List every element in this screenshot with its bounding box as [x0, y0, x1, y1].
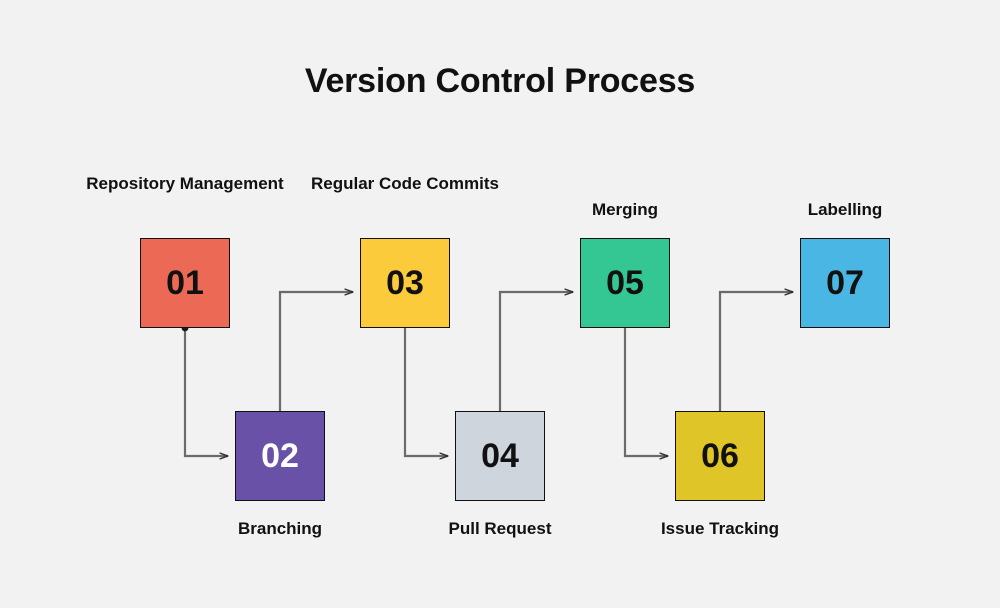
connector-01-to-02 — [183, 328, 228, 456]
step-caption-04: Pull Request — [448, 519, 552, 538]
step-caption-02: Branching — [237, 519, 323, 538]
step-caption-07: Labelling — [807, 200, 883, 219]
step-number-02: 02 — [261, 437, 299, 475]
step-number-03: 03 — [386, 264, 424, 302]
step-number-05: 05 — [606, 264, 644, 302]
connector-02-to-03 — [278, 292, 353, 411]
connector-03-to-04 — [403, 328, 448, 456]
step-number-01: 01 — [166, 264, 204, 302]
step-number-06: 06 — [701, 437, 739, 475]
connector-04-to-05 — [498, 292, 573, 411]
step-caption-01: Repository Management — [86, 174, 284, 193]
step-box-02[interactable]: 02 — [235, 411, 325, 501]
step-caption-06: Issue Tracking — [660, 519, 780, 538]
step-number-07: 07 — [826, 264, 864, 302]
step-caption-03: Regular Code Commits — [311, 174, 499, 193]
step-box-07[interactable]: 07 — [800, 238, 890, 328]
step-number-04: 04 — [481, 437, 519, 475]
step-caption-05: Merging — [591, 200, 659, 219]
step-box-03[interactable]: 03 — [360, 238, 450, 328]
step-box-05[interactable]: 05 — [580, 238, 670, 328]
step-box-01[interactable]: 01 — [140, 238, 230, 328]
step-box-06[interactable]: 06 — [675, 411, 765, 501]
step-box-04[interactable]: 04 — [455, 411, 545, 501]
connector-06-to-07 — [718, 292, 793, 411]
page-title: Version Control Process — [304, 62, 696, 100]
connector-05-to-06 — [623, 328, 668, 456]
